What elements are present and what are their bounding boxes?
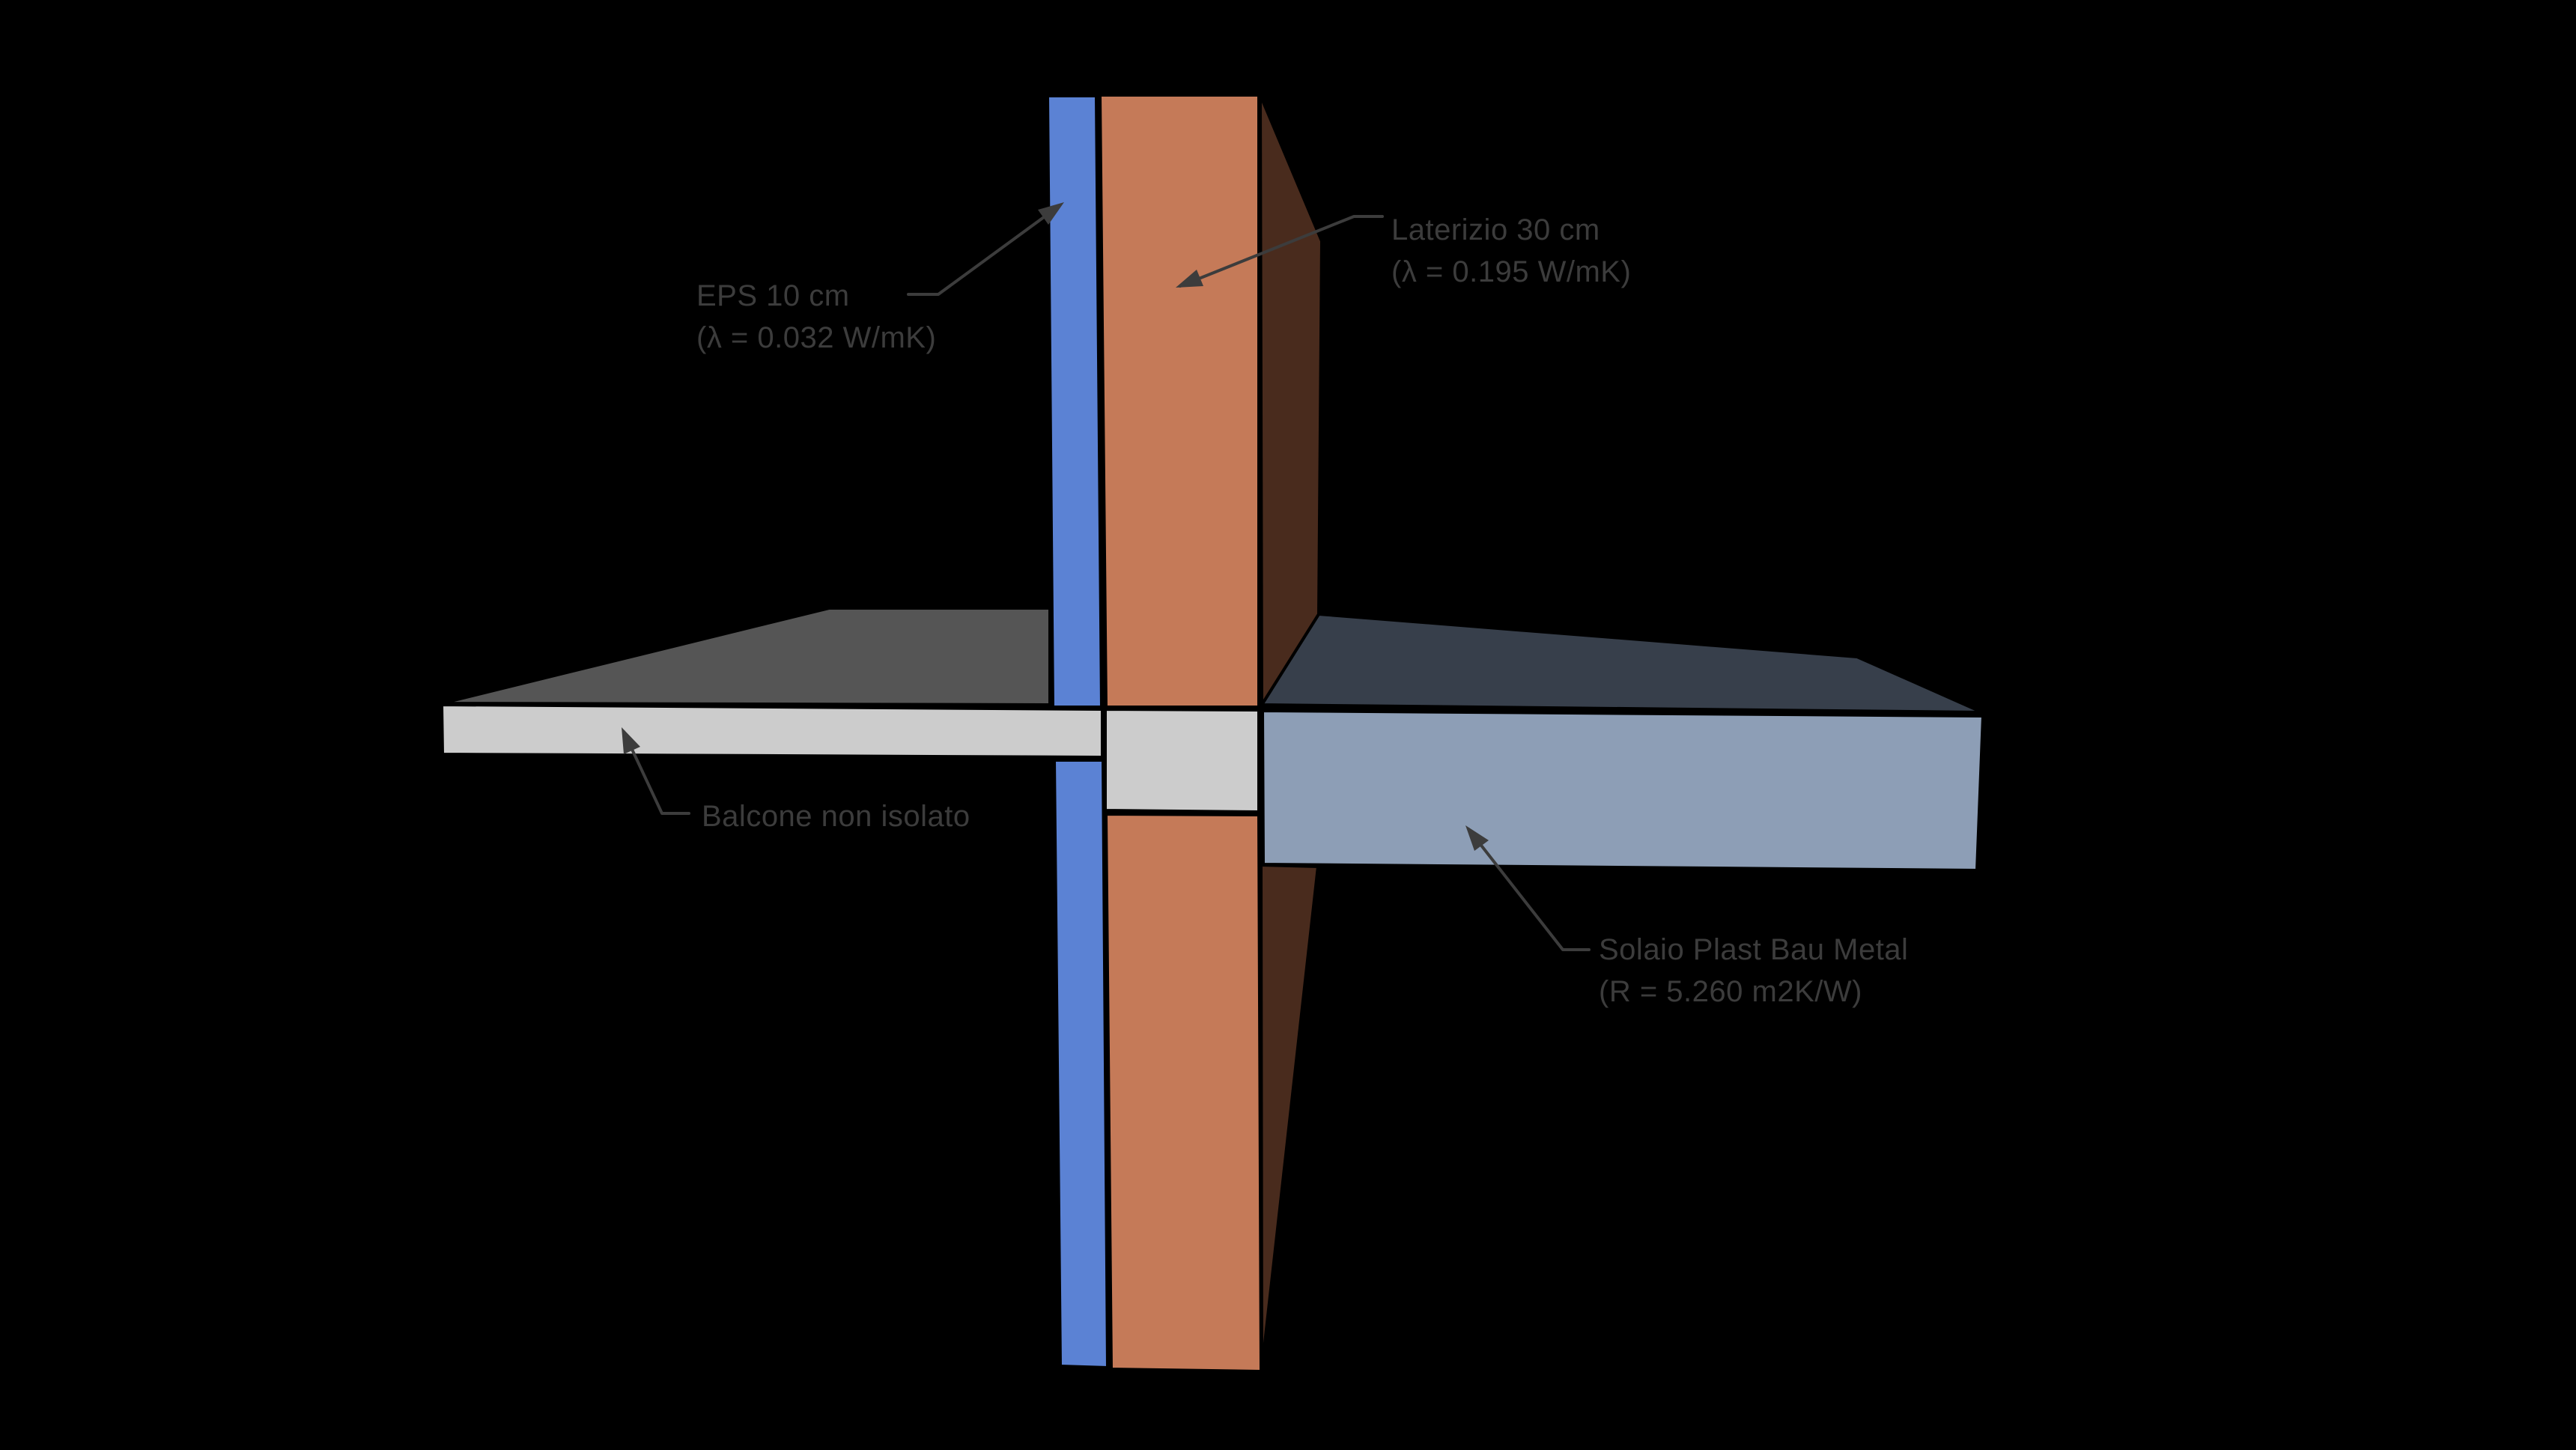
eps-leader-line: [907, 205, 1060, 296]
laterizio-leader-line: [1179, 215, 1384, 288]
eps-arrowhead: [1038, 202, 1064, 225]
balcony-top-face: [440, 607, 1051, 706]
laterizio-arrowhead: [1176, 270, 1203, 288]
solaio-front-face: [1261, 709, 1984, 872]
solaio-top-face: [1260, 613, 1984, 714]
solaio-leader-line: [1467, 828, 1591, 951]
balcone-label-line1: Balcone non isolato: [702, 800, 970, 833]
eps-panel-lower: [1053, 759, 1109, 1369]
solaio-label-line2: (R = 5.260 m2K/W): [1599, 975, 1862, 1008]
wall-side-face-lower: [1260, 864, 1319, 1371]
solaio-arrowhead: [1465, 825, 1489, 851]
balcone-leader-line: [622, 730, 690, 815]
eps-label-line1: EPS 10 cm: [696, 279, 850, 312]
eps-panel-upper: [1046, 94, 1103, 709]
wall-front-upper: [1099, 94, 1260, 709]
eps-label-line2: (λ = 0.032 W/mK): [696, 321, 936, 354]
balcony-front-face: [440, 703, 1104, 759]
solaio-label-line1: Solaio Plast Bau Metal: [1599, 933, 1908, 966]
laterizio-label-line1: Laterizio 30 cm: [1391, 213, 1600, 246]
wall-side-face-upper: [1259, 94, 1323, 706]
wall-front-lower: [1105, 813, 1263, 1373]
laterizio-label-line2: (λ = 0.195 W/mK): [1391, 255, 1631, 288]
balcone-arrowhead: [622, 727, 640, 754]
slab-section-through-wall: [1104, 708, 1260, 813]
